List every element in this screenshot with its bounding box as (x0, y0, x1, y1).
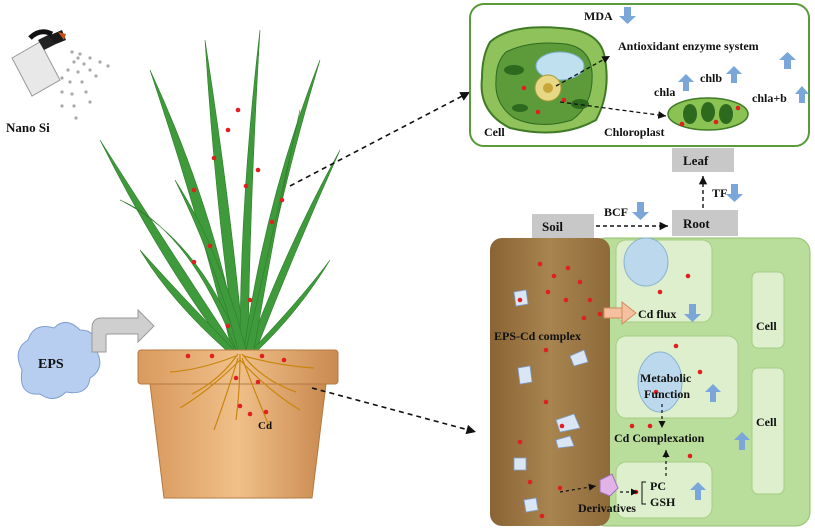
eps-to-derivatives-arrow (559, 483, 597, 493)
pc-gsh-bracket (641, 481, 646, 505)
plant-cd-dots (191, 107, 285, 329)
cd-complexation-label: Cd Complexation (614, 431, 705, 445)
chlab-up-arrow (795, 86, 809, 103)
pot: Cd (137, 349, 339, 499)
nano-si-label: Nano Si (6, 120, 50, 135)
pc-label: PC (650, 479, 666, 493)
pc-gsh-up-arrow (690, 482, 706, 500)
chla-up-arrow (678, 74, 694, 91)
derivatives-particle (599, 473, 619, 497)
cd-label: Cd (258, 420, 272, 432)
eps-cd-complex-label: EPS-Cd complex (494, 329, 581, 343)
chlb-up-arrow (726, 66, 742, 83)
mda-label: MDA (584, 9, 613, 23)
leaf-to-cell-arrow (289, 91, 471, 187)
antioxidant-label: Antioxidant enzyme system (618, 39, 759, 53)
plant (99, 29, 341, 351)
chloroplast-illustration (667, 97, 749, 131)
cd-flux-arrow (603, 300, 637, 326)
chlb-label: chlb (700, 71, 722, 85)
bcf-label: BCF (604, 205, 628, 219)
cd-flux-down-arrow (684, 304, 701, 322)
soil-box: Soil (532, 214, 594, 238)
metabolic-up-arrow (705, 384, 721, 402)
chloroplast-label: Chloroplast (604, 125, 664, 139)
plant-leaves (99, 29, 341, 351)
antioxidant-up-arrow (779, 52, 796, 69)
chla-label: chla (654, 85, 675, 99)
root-label: Root (683, 216, 710, 231)
plant-cell-illustration (480, 26, 608, 134)
soil-label: Soil (542, 219, 563, 234)
cell-right-2-label: Cell (756, 415, 777, 429)
cell-right-1-label: Cell (756, 319, 777, 333)
cell-label: Cell (484, 125, 505, 139)
bcf-down-arrow (632, 202, 649, 220)
chlab-label: chla+b (752, 91, 787, 105)
spray-bottle: Nano Si (6, 29, 110, 135)
metabolic-label: Metabolic (640, 371, 692, 385)
tf-label: TF (712, 186, 727, 200)
soil-cd-dots (517, 261, 603, 519)
leaf-label: Leaf (683, 153, 709, 168)
eps-curved-arrow (91, 308, 155, 353)
pot-to-root-arrow (311, 387, 477, 435)
cell-to-antioxidant-arrow (555, 55, 611, 87)
spray-mist (60, 50, 110, 120)
eps-label: EPS (38, 357, 64, 372)
mda-down-arrow (619, 7, 636, 24)
pot-roots (169, 353, 315, 431)
root-box: Root (672, 210, 738, 236)
root-panel: Cd flux EPS-Cd complex Cell Cell Metabol… (490, 237, 811, 527)
leaf-box: Leaf (672, 148, 734, 172)
cell-to-chloroplast-arrow (559, 101, 667, 119)
derivatives-label: Derivatives (578, 501, 636, 515)
tf-down-arrow (726, 184, 743, 202)
eps-cloud: EPS (17, 322, 101, 399)
cell-panel: Cell MDA Antioxidant enzyme system Chlor… (469, 3, 810, 147)
pot-cd-dots (185, 353, 287, 417)
function-label: Function (644, 387, 690, 401)
gsh-label: GSH (650, 495, 676, 509)
complexation-up-arrow (734, 432, 750, 450)
eps-particles (513, 289, 589, 513)
cd-flux-label: Cd flux (638, 307, 676, 321)
